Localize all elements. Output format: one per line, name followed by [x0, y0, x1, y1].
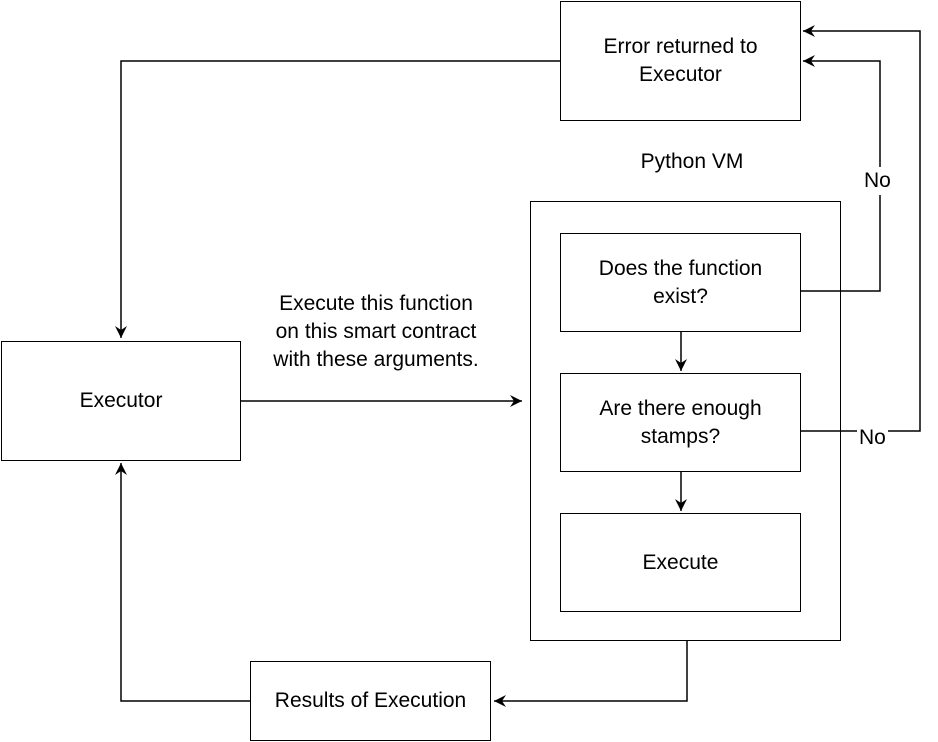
enough-stamps-label: Are there enough stamps?: [599, 396, 762, 448]
function-no-label: No: [862, 167, 893, 195]
executor-label: Executor: [79, 389, 163, 412]
python-vm-container: [530, 201, 841, 641]
stamps-no-label: No: [857, 424, 888, 452]
call-edge-label: Execute this function on this smart cont…: [273, 292, 479, 371]
enough-stamps-node: Are there enough stamps?: [560, 373, 801, 472]
edge-results-to-executor: [115, 463, 250, 702]
execute-label: Execute: [642, 550, 719, 574]
edge-vm-to-results: [494, 641, 688, 707]
results-label: Results of Execution: [274, 689, 467, 712]
error-returned-node: Error returned to Executor: [560, 1, 801, 121]
executor-node: Executor: [1, 341, 241, 461]
function-exists-node: Does the function exist?: [560, 233, 801, 332]
results-node: Results of Execution: [250, 661, 491, 741]
execute-node: Execute: [560, 513, 801, 612]
edge-error-to-executor: [115, 60, 560, 338]
python-vm-label: Python VM: [640, 150, 744, 173]
function-exists-label: Does the function exist?: [598, 256, 763, 308]
error-returned-label: Error returned to Executor: [603, 35, 758, 86]
